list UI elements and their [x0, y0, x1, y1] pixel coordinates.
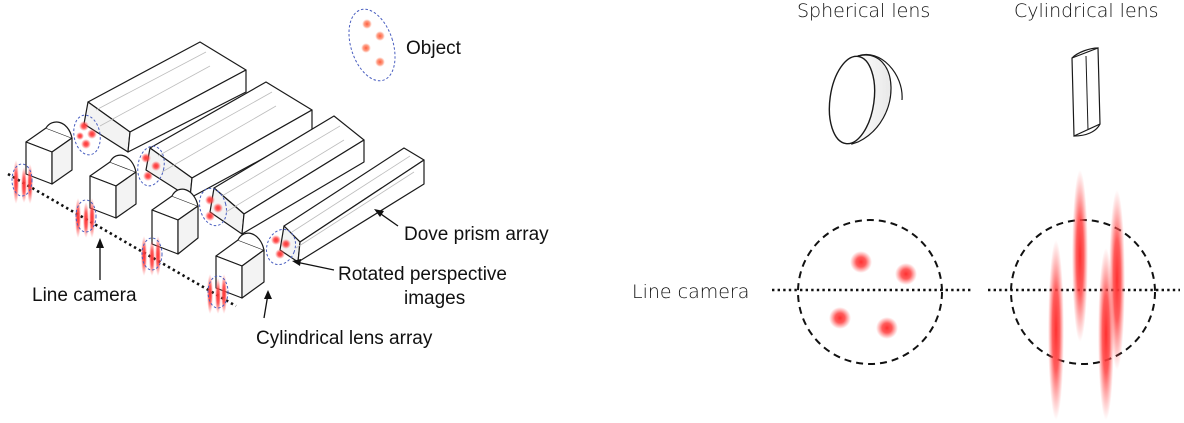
dove-prism-array-label: Dove prism array: [404, 224, 549, 245]
prism-row-3: [151, 115, 365, 255]
rotated-image-3: [199, 187, 227, 227]
cylindrical-image: [1010, 170, 1156, 420]
rotated-image-4: [265, 228, 297, 266]
rotated-image-2: [137, 145, 165, 187]
cylindrical-lens-icon: [1071, 47, 1101, 137]
dove-prism-system: Object Dove prism array Rotated perspect…: [7, 8, 549, 349]
prism-row-4: [215, 147, 425, 299]
line-camera-left-line: [7, 172, 237, 308]
object-disc: [348, 8, 396, 82]
cylindrical-lens-title: Cylindrical lens: [1014, 0, 1159, 22]
rotated-perspective-label-line1: Rotated perspective: [338, 264, 507, 285]
lens-comparison: Spherical lens Cylindrical lens Line cam…: [632, 0, 1180, 420]
line-camera-spots: [11, 160, 229, 314]
line-camera-left-label: Line camera: [32, 285, 137, 306]
rotated-perspective-label-line2: images: [404, 288, 465, 309]
annotation-arrows: [96, 209, 399, 319]
prism-row-1: [25, 41, 247, 185]
spherical-image: [797, 219, 943, 365]
rotated-image-1: [73, 114, 101, 156]
spherical-lens-icon: [828, 53, 903, 145]
object-label: Object: [406, 38, 462, 59]
spherical-lens-title: Spherical lens: [797, 0, 930, 22]
cylindrical-lens-array-label: Cylindrical lens array: [256, 328, 433, 349]
line-camera-right-label: Line camera: [632, 281, 749, 303]
prism-row-2: [89, 81, 313, 219]
